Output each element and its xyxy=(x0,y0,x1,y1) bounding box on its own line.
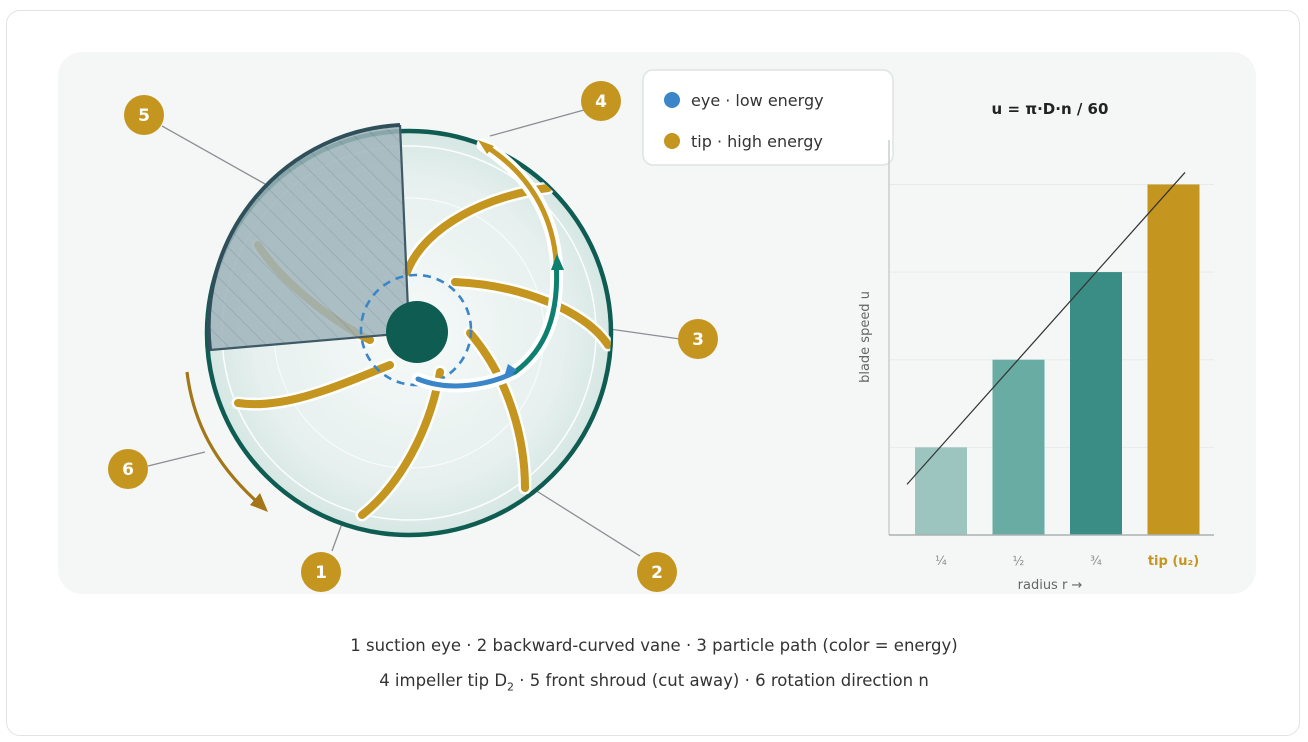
path-mid-energy xyxy=(512,257,560,375)
leader-6 xyxy=(147,451,206,467)
figure-caption: 1 suction eye · 2 backward-curved vane ·… xyxy=(0,628,1308,704)
path-arrow-gold xyxy=(478,140,494,154)
svg-text:6: 6 xyxy=(122,460,134,480)
callout-4: 4 xyxy=(581,81,621,121)
bar-1 xyxy=(992,359,1045,535)
callout-3: 3 xyxy=(678,319,718,359)
chart-trend-line xyxy=(906,172,1186,485)
path-arrow-teal xyxy=(551,254,564,270)
bar-0 xyxy=(915,447,967,535)
legend-eye-swatch xyxy=(664,92,680,108)
svg-text:3: 3 xyxy=(692,330,704,350)
chart-x-label: radius r → xyxy=(1018,578,1083,593)
svg-text:4: 4 xyxy=(595,92,607,112)
chart-title: u = π·D·n / 60 xyxy=(992,100,1109,118)
front-shroud-cutaway xyxy=(206,123,411,352)
leader-5 xyxy=(161,125,266,185)
legend-eye-label: eye · low energy xyxy=(691,91,824,110)
leader-4 xyxy=(489,109,585,137)
legend-tip-swatch xyxy=(664,133,680,149)
callout-1: 1 xyxy=(301,552,341,592)
rotation-arrow xyxy=(185,371,268,512)
vane-3 xyxy=(466,329,529,492)
tick-label-3: tip (u₂) xyxy=(1148,554,1199,569)
bar-2 xyxy=(1070,272,1122,535)
callout-5: 5 xyxy=(124,95,164,135)
chart-ticks: ¼ ½ ¾ tip (u₂) xyxy=(935,554,1199,569)
svg-text:5: 5 xyxy=(138,106,150,126)
tick-label-1: ½ xyxy=(1013,554,1025,568)
svg-text:1: 1 xyxy=(315,563,327,583)
callout-badges: 5 4 3 2 1 6 xyxy=(108,81,718,592)
leader-2 xyxy=(534,489,641,557)
callout-6: 6 xyxy=(108,449,148,489)
tick-label-2: ¾ xyxy=(1090,554,1102,568)
particle-path xyxy=(411,138,564,393)
legend: eye · low energy tip · high energy xyxy=(642,69,894,166)
path-arrow-blue xyxy=(503,364,517,380)
vane-5 xyxy=(234,361,394,409)
chart-bars xyxy=(915,184,1200,535)
bar-3 xyxy=(1147,184,1200,535)
blade-speed-chart: u = π·D·n / 60 ¼ ½ ¾ tip (u₂) blade speed u… xyxy=(858,100,1214,593)
caption-line-1: 1 suction eye · 2 backward-curved vane ·… xyxy=(350,636,958,655)
chart-y-label: blade speed u xyxy=(858,291,873,383)
svg-text:2: 2 xyxy=(651,563,663,583)
vane-2 xyxy=(451,278,611,349)
vane-4 xyxy=(358,368,444,519)
legend-tip-label: tip · high energy xyxy=(691,132,823,151)
callout-2: 2 xyxy=(637,552,677,592)
tick-label-0: ¼ xyxy=(935,554,947,568)
caption-line-2: 4 impeller tip D2 · 5 front shroud (cut … xyxy=(379,671,929,694)
path-high-energy xyxy=(484,144,559,263)
